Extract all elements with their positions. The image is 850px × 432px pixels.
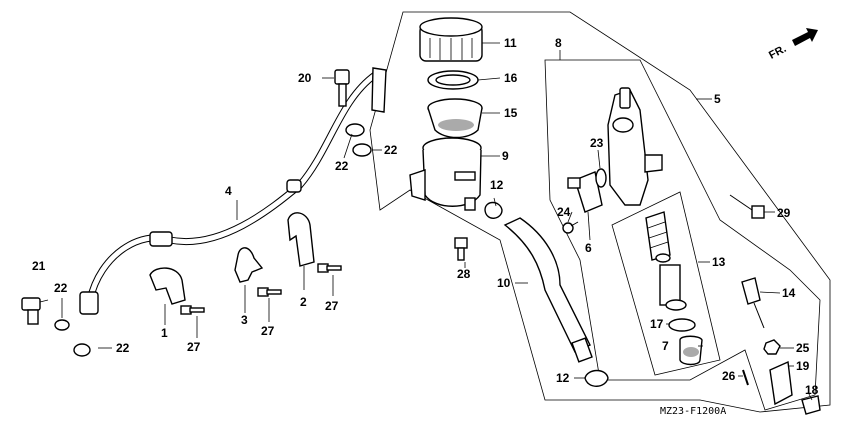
callout-27-c: 27 xyxy=(325,299,339,313)
callout-22-left-b: 22 xyxy=(116,341,130,355)
callout-27-a: 27 xyxy=(187,340,201,354)
callout-3: 3 xyxy=(241,313,248,327)
front-direction-indicator: FR. xyxy=(767,28,818,62)
callout-10: 10 xyxy=(497,276,511,290)
reservoir-cap-11 xyxy=(419,17,483,62)
clip-12-upper xyxy=(484,201,503,219)
callout-11: 11 xyxy=(504,36,517,50)
master-cylinder-body xyxy=(607,87,663,206)
pushrod-14 xyxy=(741,277,765,329)
bolt-27-b xyxy=(257,287,282,297)
nut-25 xyxy=(763,339,781,355)
callout-12-upper: 12 xyxy=(490,178,504,192)
callout-22-top-b: 22 xyxy=(384,143,398,157)
piston-kit-13 xyxy=(645,211,687,311)
tube-10 xyxy=(503,217,591,353)
callout-15: 15 xyxy=(504,106,518,120)
callout-23: 23 xyxy=(590,136,604,150)
clamp-2 xyxy=(287,212,315,267)
tube-10-end xyxy=(571,337,593,363)
callout-26: 26 xyxy=(722,369,736,383)
callout-19: 19 xyxy=(796,359,810,373)
callout-21: 21 xyxy=(32,259,46,273)
bolt-27-c xyxy=(317,263,342,273)
callout-12-lower: 12 xyxy=(556,371,570,385)
washer-22-top-a xyxy=(345,123,365,137)
callout-25: 25 xyxy=(796,341,810,355)
callout-1: 1 xyxy=(161,326,168,340)
reservoir-9 xyxy=(409,137,482,211)
fr-arrow-icon xyxy=(792,28,818,46)
callout-27-b: 27 xyxy=(261,324,275,338)
joint-19 xyxy=(769,360,793,406)
pin-26 xyxy=(742,369,749,386)
screw-24 xyxy=(562,221,579,234)
fr-label: FR. xyxy=(767,43,788,62)
callout-18: 18 xyxy=(805,383,819,397)
callout-17: 17 xyxy=(650,317,664,331)
callout-16: 16 xyxy=(504,71,518,85)
bolt-21 xyxy=(21,297,41,325)
callout-5: 5 xyxy=(714,92,721,106)
clip-12-lower xyxy=(584,369,609,387)
bolt-27-a xyxy=(180,305,205,315)
clamp-1 xyxy=(149,267,186,305)
callout-13: 13 xyxy=(712,255,726,269)
diaphragm-15 xyxy=(427,98,483,139)
circlip-17 xyxy=(668,318,696,332)
callout-6: 6 xyxy=(585,241,592,255)
callout-8: 8 xyxy=(555,36,562,50)
callout-7: 7 xyxy=(662,339,669,353)
assembly-boundary-5 xyxy=(369,11,831,413)
plate-16 xyxy=(427,70,479,90)
clip-18 xyxy=(801,395,821,415)
bolt-29 xyxy=(729,194,765,219)
callout-22-left-a: 22 xyxy=(54,281,68,295)
callout-29: 29 xyxy=(777,206,791,220)
washer-22-left-b xyxy=(73,343,91,357)
callout-9: 9 xyxy=(502,149,509,163)
o-ring-23 xyxy=(595,168,607,188)
callout-20: 20 xyxy=(298,71,312,85)
callout-28: 28 xyxy=(457,267,471,281)
callout-2: 2 xyxy=(300,295,307,309)
brake-hose xyxy=(79,67,387,315)
assembly-boundary-13 xyxy=(611,191,721,376)
joint-6 xyxy=(567,171,603,213)
assembly-boundary-8 xyxy=(544,59,821,411)
leader-lines xyxy=(39,42,813,401)
washer-22-left-a xyxy=(54,319,70,331)
washer-22-top-b xyxy=(352,143,372,157)
boot-7 xyxy=(679,335,703,366)
diagram-code: MZ23-F1200A xyxy=(660,406,726,417)
callout-14: 14 xyxy=(782,286,796,300)
bolt-20 xyxy=(334,69,350,107)
callout-22-top-a: 22 xyxy=(335,159,349,173)
clip-3 xyxy=(234,247,264,283)
callout-24: 24 xyxy=(557,205,571,219)
callout-4: 4 xyxy=(225,184,232,198)
bolt-28 xyxy=(454,237,468,261)
